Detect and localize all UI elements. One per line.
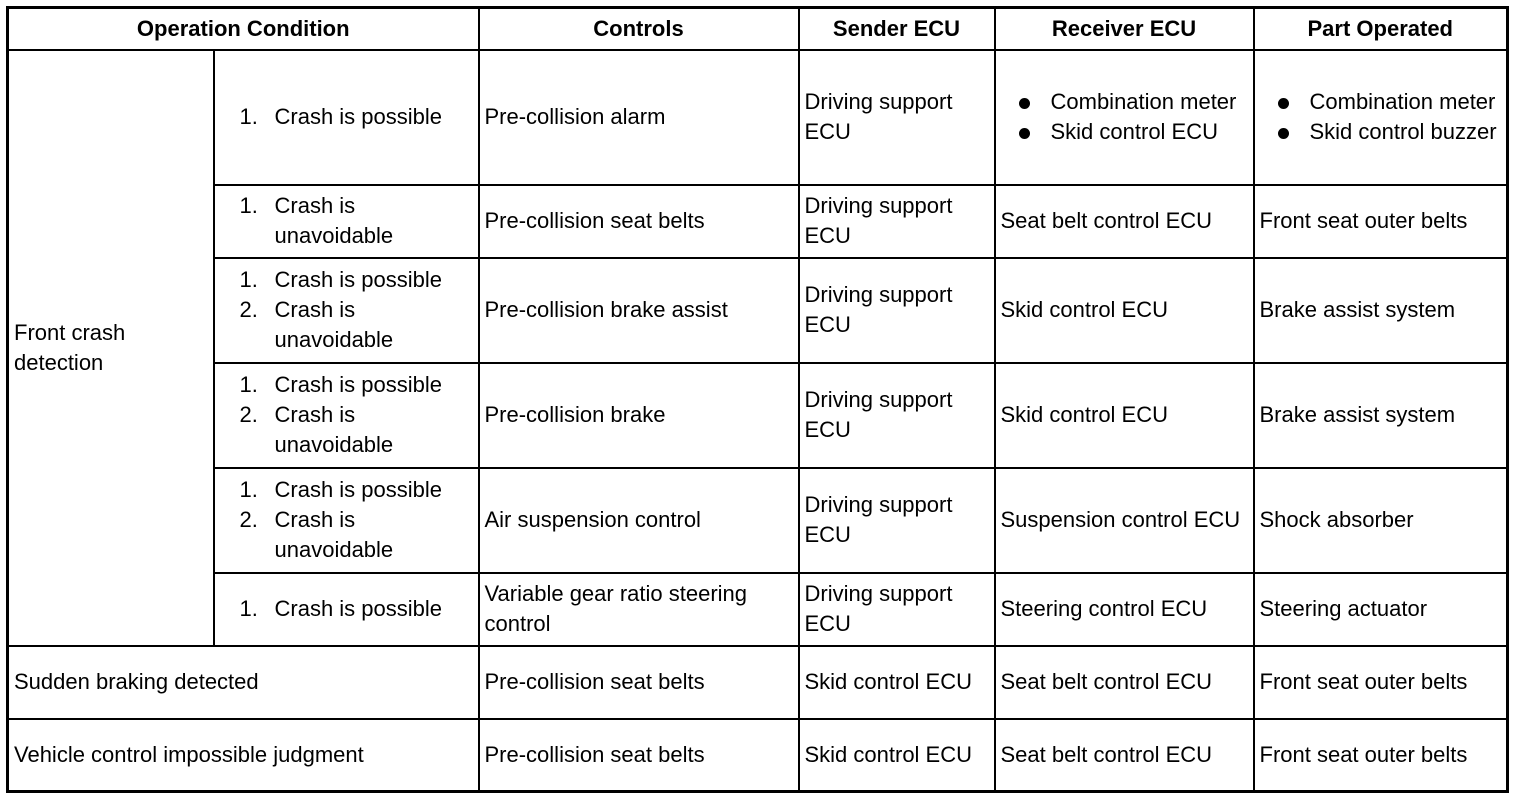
list-item: Skid control buzzer (1260, 117, 1502, 147)
condition-item: 1.Crash is unavoidable (239, 193, 394, 248)
control-cell: Pre-collision seat belts (477, 717, 800, 793)
header-row: Operation Condition Controls Sender ECU … (6, 6, 1509, 51)
condition-item: 2.Crash is unavoidable (239, 297, 394, 352)
condition-cell: Vehicle control impossible judgment (6, 717, 480, 793)
part-cell: Front seat outer belts (1252, 717, 1509, 793)
table-row: Vehicle control impossible judgment Pre-… (6, 717, 1509, 793)
table-row: 1.Crash is possible Variable gear ratio … (8, 571, 1509, 647)
condition-cell: 1.Crash is unavoidable (212, 183, 480, 259)
operation-table: Operation Condition Controls Sender ECU … (6, 6, 1509, 793)
table-row: 1.Crash is unavoidable Pre-collision sea… (8, 183, 1509, 259)
receiver-cell: Skid control ECU (993, 256, 1255, 364)
condition-item: 1.Crash is possible (239, 477, 443, 502)
table-row: 1.Crash is possible 2.Crash is unavoidab… (8, 256, 1509, 364)
receiver-cell: Seat belt control ECU (993, 183, 1255, 259)
receiver-cell: Steering control ECU (993, 571, 1255, 647)
part-cell: Shock absorber (1252, 466, 1509, 574)
part-cell: Brake assist system (1252, 361, 1509, 469)
part-cell: Brake assist system (1252, 256, 1509, 364)
part-cell: Steering actuator (1252, 571, 1509, 647)
receiver-cell: Seat belt control ECU (993, 644, 1255, 720)
control-cell: Air suspension control (477, 466, 800, 574)
sender-cell: Driving support ECU (797, 183, 996, 259)
list-item: Skid control ECU (1001, 117, 1248, 147)
table-row: 1.Crash is possible 2.Crash is unavoidab… (8, 361, 1509, 469)
condition-cell: 1.Crash is possible (212, 571, 480, 647)
control-cell: Pre-collision brake assist (477, 256, 800, 364)
part-cell: Front seat outer belts (1252, 183, 1509, 259)
part-cell: Front seat outer belts (1252, 644, 1509, 720)
condition-cell: 1.Crash is possible 2.Crash is unavoidab… (212, 361, 480, 469)
sender-cell: Driving support ECU (797, 361, 996, 469)
control-cell: Variable gear ratio steering control (477, 571, 800, 647)
list-item: Combination meter (1001, 87, 1248, 117)
sender-cell: Skid control ECU (797, 717, 996, 793)
sender-cell: Skid control ECU (797, 644, 996, 720)
list-item: Combination meter (1260, 87, 1502, 117)
table-row: Sudden braking detected Pre-collision se… (6, 644, 1509, 720)
table-row: 1.Crash is possible 2.Crash is unavoidab… (8, 466, 1509, 574)
table-row: Front crash detection 1.Crash is possibl… (6, 48, 1509, 647)
condition-cell: 1.Crash is possible (212, 48, 480, 186)
sender-cell: Driving support ECU (797, 256, 996, 364)
condition-item: 1.Crash is possible (239, 104, 443, 129)
condition-item: 1.Crash is possible (239, 596, 443, 621)
condition-item: 1.Crash is possible (239, 267, 443, 292)
receiver-cell: Suspension control ECU (993, 466, 1255, 574)
sender-cell: Driving support ECU (797, 466, 996, 574)
header-sender-ecu: Sender ECU (797, 6, 996, 51)
control-cell: Pre-collision seat belts (477, 183, 800, 259)
control-cell: Pre-collision brake (477, 361, 800, 469)
header-controls: Controls (477, 6, 800, 51)
sender-cell: Driving support ECU (797, 48, 996, 186)
front-crash-group-cell: Front crash detection (6, 48, 215, 647)
header-operation-condition: Operation Condition (6, 6, 480, 51)
control-cell: Pre-collision seat belts (477, 644, 800, 720)
condition-item: 2.Crash is unavoidable (239, 402, 394, 457)
header-part-operated: Part Operated (1252, 6, 1509, 51)
condition-cell: 1.Crash is possible 2.Crash is unavoidab… (212, 466, 480, 574)
front-crash-group-label: Front crash detection (14, 319, 126, 375)
receiver-cell: Skid control ECU (993, 361, 1255, 469)
control-cell: Pre-collision alarm (477, 48, 800, 186)
header-receiver-ecu: Receiver ECU (993, 6, 1255, 51)
bullet-icon (1277, 128, 1289, 139)
part-cell: Combination meter Skid control buzzer (1252, 48, 1509, 186)
condition-cell: Sudden braking detected (6, 644, 480, 720)
condition-cell: 1.Crash is possible 2.Crash is unavoidab… (212, 256, 480, 364)
condition-item: 1.Crash is possible (239, 372, 443, 397)
bullet-icon (1018, 128, 1030, 139)
condition-item: 2.Crash is unavoidable (239, 507, 394, 562)
bullet-icon (1277, 98, 1289, 109)
receiver-cell: Seat belt control ECU (993, 717, 1255, 793)
receiver-cell: Combination meter Skid control ECU (993, 48, 1255, 186)
bullet-icon (1018, 98, 1030, 109)
sender-cell: Driving support ECU (797, 571, 996, 647)
